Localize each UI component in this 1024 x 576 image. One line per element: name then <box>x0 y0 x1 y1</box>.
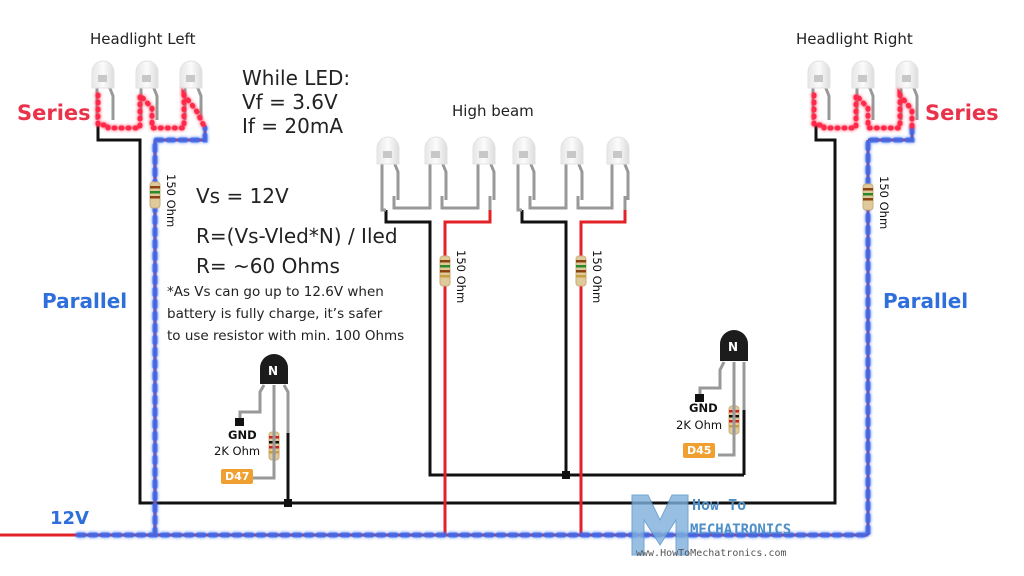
parallel-label-right: Parallel <box>883 289 969 313</box>
led-icon <box>376 136 400 200</box>
led-icon <box>91 60 115 120</box>
led-spec-title: While LED: <box>242 66 351 90</box>
supply-voltage-label: 12V <box>50 508 89 529</box>
led-icon <box>606 136 630 200</box>
junction-dot <box>562 471 570 479</box>
parallel-current-path <box>75 125 915 538</box>
resistor-icon <box>862 183 874 211</box>
formula-equation: R=(Vs-Vled*N) / Iled <box>196 224 398 248</box>
junction-dot <box>284 499 292 507</box>
resistor-label-high-beam-1: 150 Ohm <box>454 250 468 304</box>
note-line-1: *As Vs can go up to 12.6V when <box>167 284 384 300</box>
note-line-3: to use resistor with min. 100 Ohms <box>167 328 405 344</box>
led-icon <box>512 136 536 200</box>
watermark-line-2: MECHATRONICS <box>690 522 792 538</box>
transistor-left-type: N <box>268 364 279 378</box>
safety-note: *As Vs can go up to 12.6V when battery i… <box>167 281 404 347</box>
led-spec-if: If = 20mA <box>242 114 344 138</box>
formula-vs: Vs = 12V <box>196 184 289 208</box>
transistor-left <box>235 354 290 480</box>
note-line-2: battery is fully charge, it’s safer <box>167 306 383 322</box>
pin-label-d47: D47 <box>221 469 254 484</box>
gnd-label-right: GND <box>689 401 718 415</box>
ground-wires <box>96 125 837 505</box>
resistor-label-headlight-left: 150 Ohm <box>164 174 178 228</box>
gnd-label-left: GND <box>228 428 257 442</box>
formula-result: R= ~60 Ohms <box>196 254 340 278</box>
high-beam-title: High beam <box>452 102 534 120</box>
resistor-icon <box>575 255 587 287</box>
headlight-right-title: Headlight Right <box>796 30 913 48</box>
series-current-path <box>95 87 915 131</box>
resistor-icon <box>149 181 161 209</box>
series-label-right: Series <box>925 101 999 125</box>
transistor-right-type: N <box>728 340 739 354</box>
series-label-left: Series <box>17 101 91 125</box>
watermark-line-1: How To <box>692 496 747 514</box>
led-leg-wires <box>380 196 627 212</box>
led-spec: While LED: Vf = 3.6V If = 20mA <box>242 66 350 138</box>
led-group <box>91 60 919 212</box>
watermark-url: www.HowToMechatronics.com <box>636 548 787 559</box>
headlight-left-title: Headlight Left <box>90 30 196 48</box>
parallel-label-left: Parallel <box>42 289 128 313</box>
led-icon <box>560 136 584 200</box>
led-icon <box>807 60 831 120</box>
base-resistor-label-left: 2K Ohm <box>214 444 261 458</box>
watermark-logo-icon <box>631 494 689 556</box>
resistor-icon <box>439 255 451 287</box>
transistor-right <box>695 330 748 457</box>
resistor-label-high-beam-2: 150 Ohm <box>590 250 604 304</box>
resistor-label-headlight-right: 150 Ohm <box>877 176 891 230</box>
base-resistor-label-right: 2K Ohm <box>676 418 723 432</box>
led-icon <box>472 136 496 200</box>
led-icon <box>424 136 448 200</box>
led-spec-vf: Vf = 3.6V <box>242 90 338 114</box>
pin-label-d45: D45 <box>683 443 716 458</box>
